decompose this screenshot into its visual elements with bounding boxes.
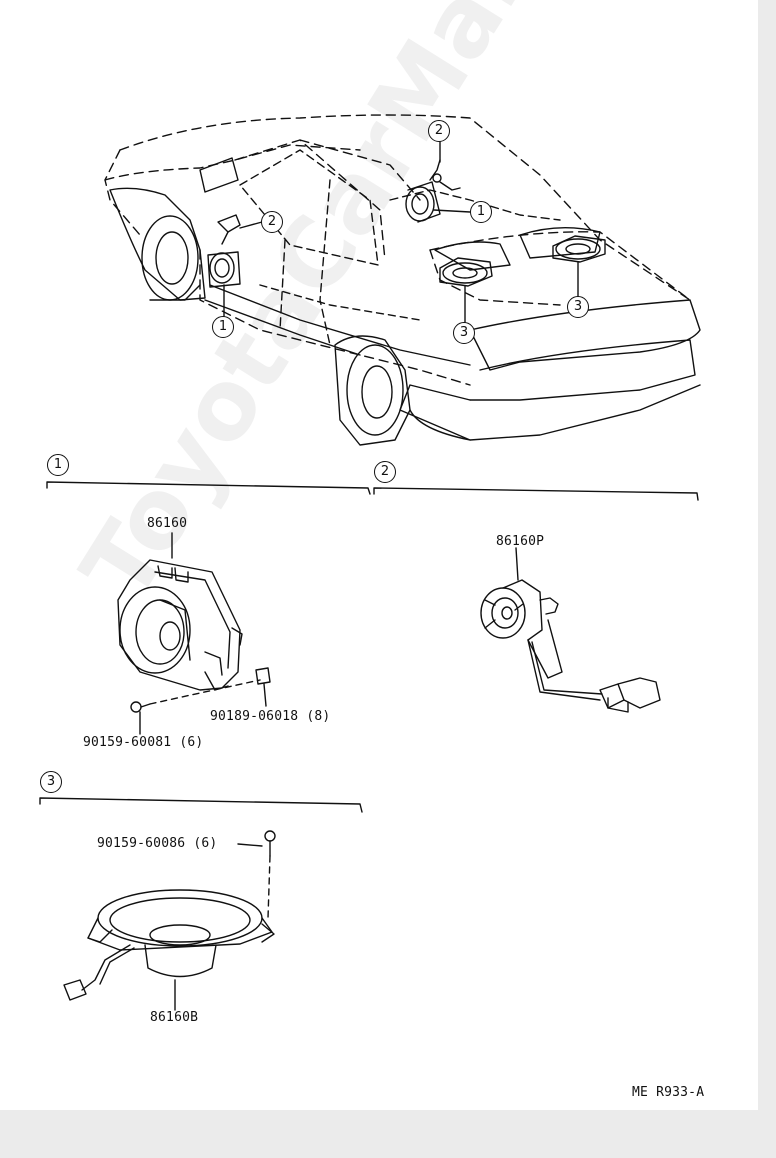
section-1-bracket <box>46 481 371 495</box>
section-2-bracket <box>373 487 699 501</box>
car-overview-drawing <box>104 114 701 446</box>
part-label-screw-front: 90159-60081 (6) <box>83 735 204 750</box>
callout-1-rear-door: 1 <box>470 201 492 223</box>
part-label-tweeter: 86160P <box>496 534 545 549</box>
diagram-code: ME R933-A <box>632 1085 705 1100</box>
section-3-marker: 3 <box>40 771 62 793</box>
callout-2-front: 2 <box>261 211 283 233</box>
part-label-speaker-front: 86160 <box>147 516 188 531</box>
callout-3-left-deck: 3 <box>453 322 475 344</box>
part-label-nut-front: 90189-06018 (8) <box>210 709 331 724</box>
callout-3-right-deck: 3 <box>567 296 589 318</box>
section-3-bracket <box>39 797 363 813</box>
section-1-marker: 1 <box>47 454 69 476</box>
part-label-screw-rear: 90159-60086 (6) <box>97 836 218 851</box>
section-2-marker: 2 <box>374 461 396 483</box>
callout-2-rear: 2 <box>428 120 450 142</box>
rear-deck-speaker-drawing <box>63 830 276 1011</box>
callout-1-front-door: 1 <box>212 316 234 338</box>
tweeter-drawing <box>480 547 661 713</box>
part-label-speaker-rear: 86160B <box>150 1010 199 1025</box>
diagram-sheet <box>0 0 758 1110</box>
front-door-speaker-drawing <box>117 532 271 735</box>
